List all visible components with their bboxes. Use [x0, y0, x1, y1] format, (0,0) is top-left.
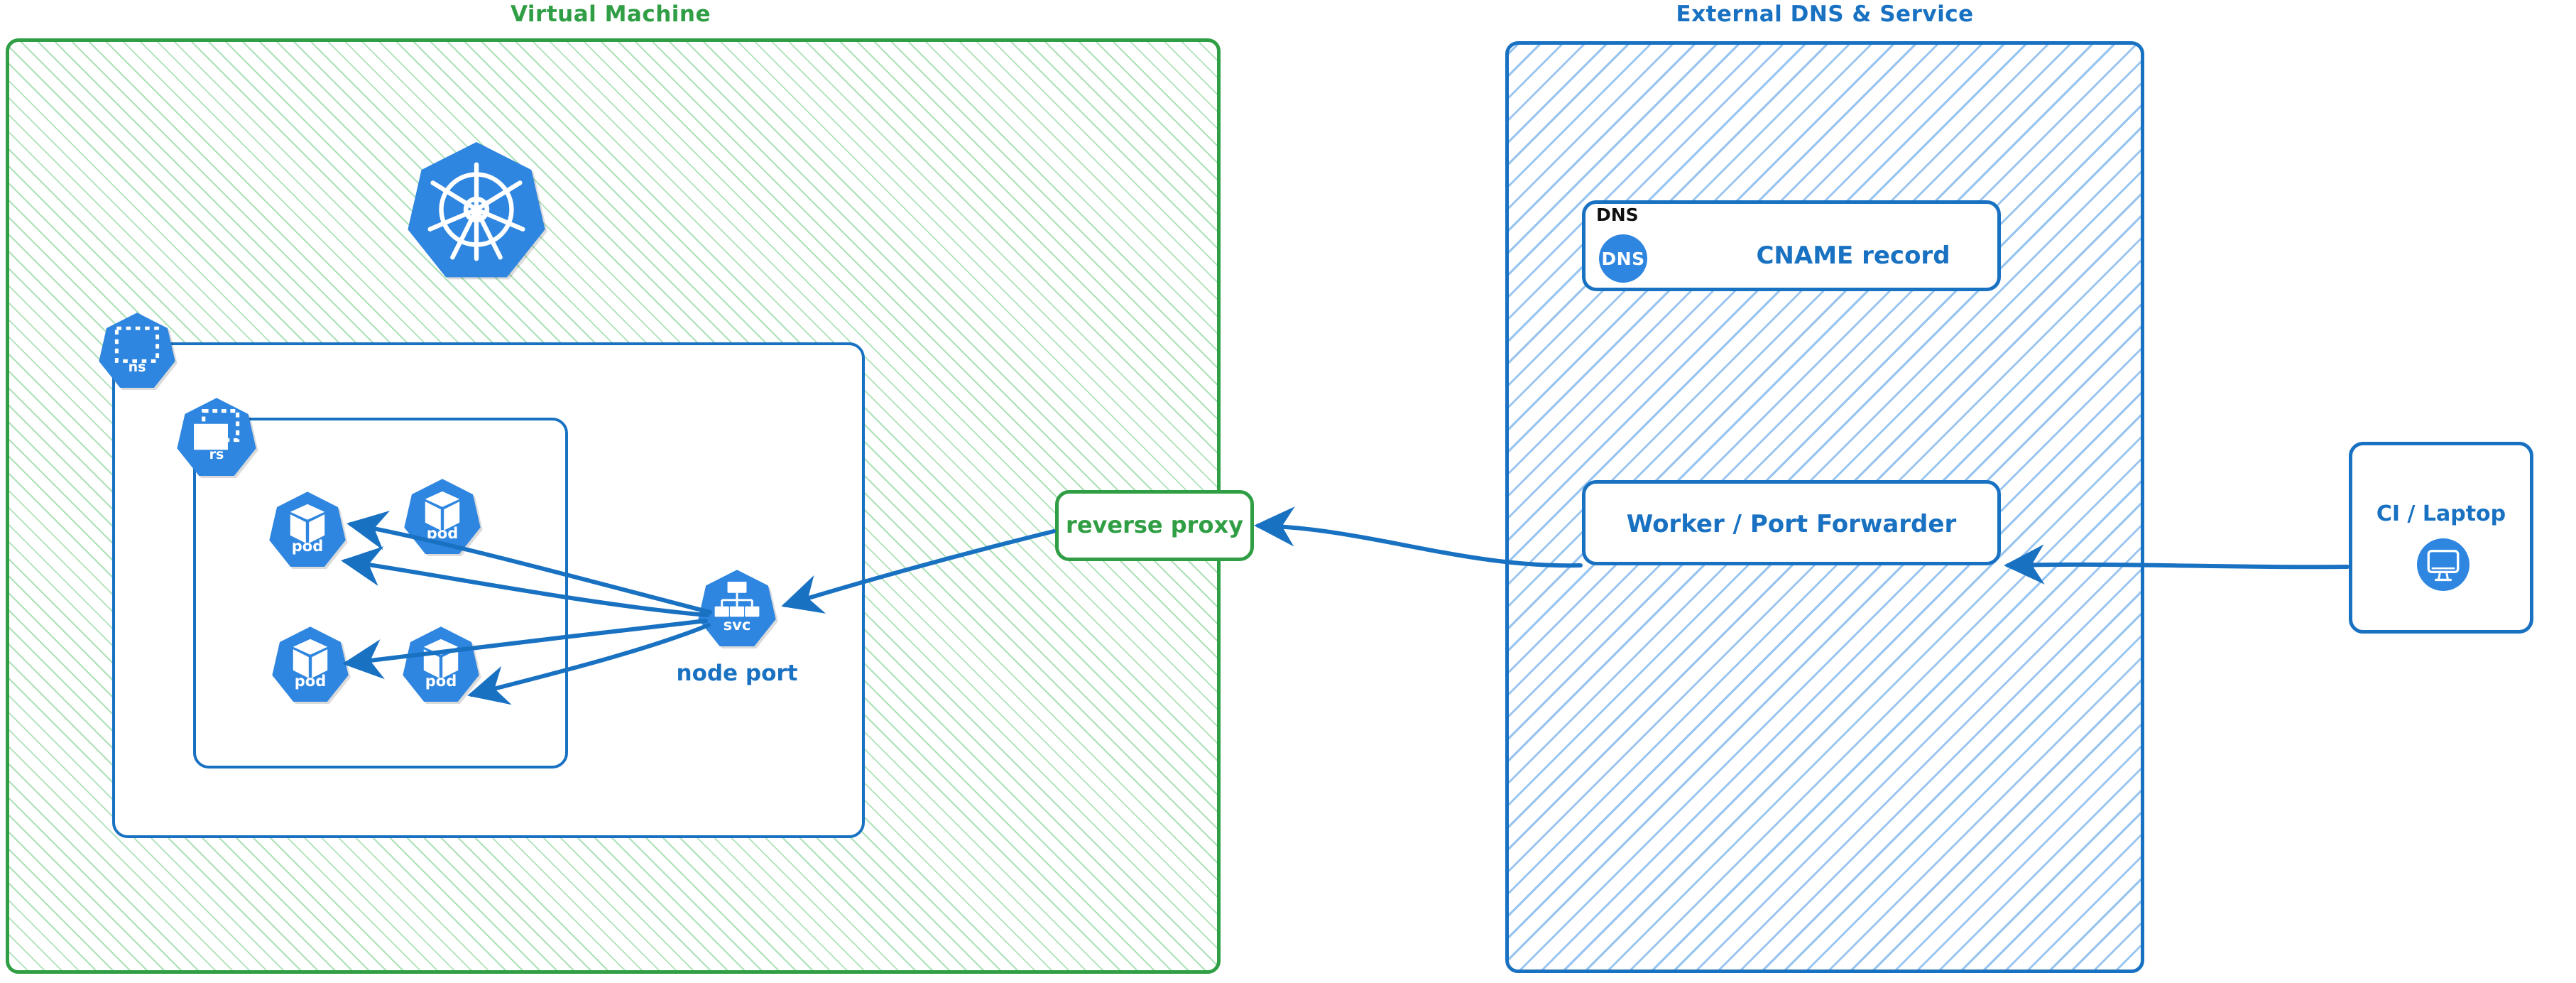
pod-icon-3: pod — [271, 625, 349, 703]
ci-laptop-box[interactable] — [2349, 442, 2533, 634]
pod-icon-label: pod — [294, 673, 327, 690]
service-icon-label: svc — [723, 617, 751, 634]
dns-card[interactable] — [1582, 200, 2001, 291]
reverse-proxy-box[interactable] — [1055, 490, 1254, 561]
replicaset-icon-label: rs — [209, 447, 224, 462]
group-title-external-dns-service: External DNS & Service — [1676, 1, 1974, 27]
worker-port-forwarder-box[interactable] — [1582, 480, 2001, 565]
replicaset-icon: rs — [176, 396, 257, 477]
worker-port-forwarder-label: Worker / Port Forwarder — [1626, 510, 1957, 538]
kubernetes-logo — [406, 139, 547, 280]
pod-icon-2: pod — [403, 477, 481, 555]
namespace-icon-label: ns — [128, 359, 146, 375]
ci-laptop-label: CI / Laptop — [2376, 501, 2506, 526]
pod-icon-4: pod — [402, 625, 480, 703]
pod-icon-1: pod — [268, 490, 346, 568]
dns-card-label: CNAME record — [1756, 241, 1950, 270]
pod-icon-label: pod — [426, 525, 459, 542]
service-icon: svc — [697, 568, 777, 648]
dns-card-kicker: DNS — [1596, 205, 1639, 225]
desktop-monitor-icon — [2417, 538, 2469, 591]
group-title-virtual-machine: Virtual Machine — [510, 1, 711, 27]
pod-icon-label: pod — [291, 538, 324, 555]
dns-badge-icon: DNS — [1599, 234, 1647, 283]
namespace-icon: ns — [98, 311, 176, 389]
node-port-caption: node port — [676, 661, 798, 686]
pod-icon-label: pod — [425, 673, 457, 690]
reverse-proxy-label: reverse proxy — [1066, 511, 1243, 538]
